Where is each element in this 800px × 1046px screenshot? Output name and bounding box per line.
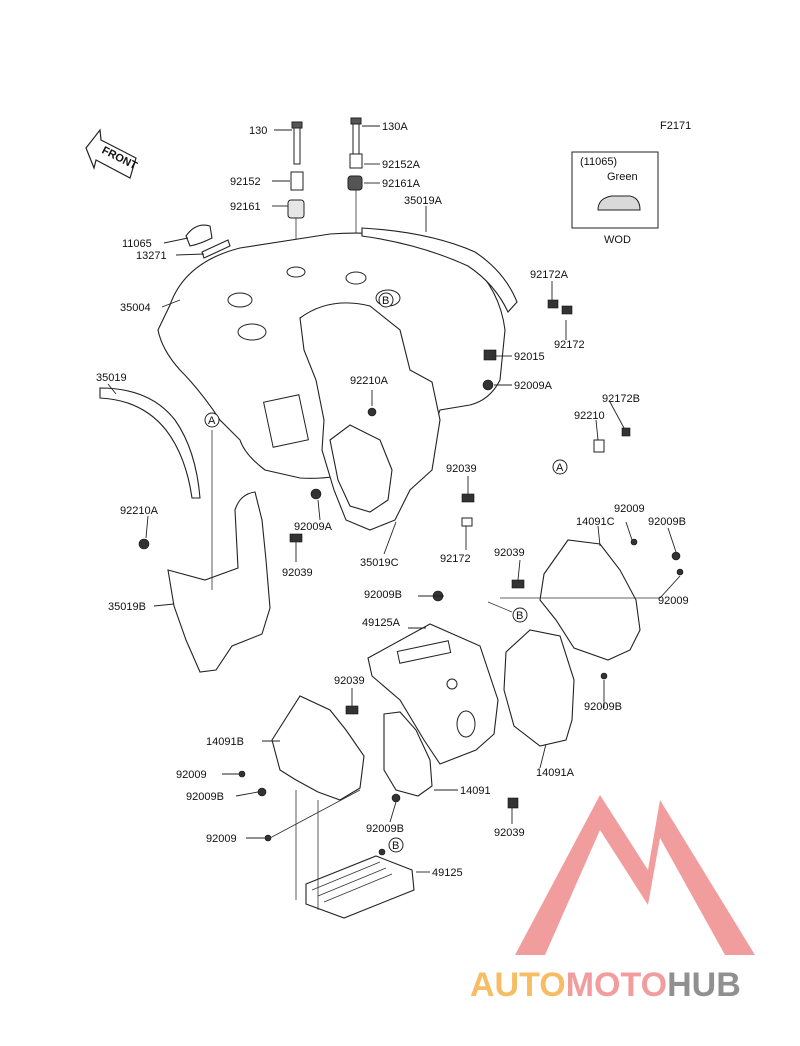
label-35019b: 35019B	[108, 601, 146, 613]
bolt-130	[291, 121, 303, 165]
label-92039-5: 92039	[494, 827, 525, 839]
label-35019c: 35019C	[360, 557, 399, 569]
callout-a-right: A	[552, 459, 568, 475]
grommet-92161a	[347, 175, 363, 191]
svg-text:B: B	[392, 840, 399, 852]
cover-14091b	[271, 695, 365, 801]
callout-a-upper: A	[204, 412, 220, 428]
label-14091c: 14091C	[576, 516, 615, 528]
label-35019a: 35019A	[404, 195, 443, 207]
inner-cover-35019c	[299, 302, 441, 531]
label-92161a: 92161A	[382, 178, 421, 190]
label-35019: 35019	[96, 372, 127, 384]
callout-b-bottom: B	[388, 837, 404, 853]
callout-b-right: B	[512, 607, 528, 623]
color-note-box: (11065) Green WOD	[571, 151, 659, 246]
label-92172a: 92172A	[530, 269, 569, 281]
pad-11065	[185, 224, 213, 247]
cover-14091a	[503, 629, 575, 747]
label-130: 130	[249, 125, 267, 137]
label-92039-3: 92039	[494, 547, 525, 559]
label-92172-center: 92172	[440, 553, 471, 565]
svg-text:A: A	[208, 415, 216, 427]
cover-49125a	[367, 623, 499, 765]
label-92039-4: 92039	[334, 675, 365, 687]
label-92172b: 92172B	[602, 393, 640, 405]
label-49125: 49125	[432, 867, 463, 879]
trim-35019a	[361, 227, 518, 313]
leader-lines	[107, 125, 681, 910]
cover-14091c	[539, 539, 641, 661]
note-part-number: (11065)	[580, 156, 617, 168]
label-92210a-left: 92210A	[120, 505, 159, 517]
label-92009b-bottom: 92009B	[366, 823, 404, 835]
label-11065: 11065	[122, 238, 152, 250]
label-92172: 92172	[554, 339, 585, 351]
label-92009a-right: 92009A	[514, 380, 553, 392]
label-92009b-left: 92009B	[186, 791, 224, 803]
side-cover-35019b	[167, 491, 271, 673]
svg-text:B: B	[382, 295, 389, 307]
label-92009-left-1: 92009	[176, 769, 207, 781]
label-14091: 14091	[460, 785, 491, 797]
svg-text:B: B	[516, 610, 523, 622]
label-14091b: 14091B	[206, 736, 244, 748]
note-caption: WOD	[604, 234, 631, 246]
label-35004: 35004	[120, 302, 151, 314]
plate-49125	[305, 855, 415, 919]
label-92039-2: 92039	[282, 567, 313, 579]
label-92152a: 92152A	[382, 159, 421, 171]
label-92009-left-2: 92009	[206, 833, 237, 845]
label-92009a-center: 92009A	[294, 521, 333, 533]
front-arrow-icon: FRONT	[85, 128, 139, 179]
label-92015: 92015	[514, 351, 545, 363]
label-92009b-right: 92009B	[584, 701, 622, 713]
fastener-group	[138, 299, 684, 856]
label-49125a: 49125A	[362, 617, 401, 629]
collar-92152a	[349, 153, 363, 169]
label-92009-top-right: 92009	[614, 503, 645, 515]
label-13271: 13271	[136, 250, 167, 262]
label-92009b-top-right: 92009B	[648, 516, 686, 528]
label-92210: 92210	[574, 410, 605, 422]
label-92009-right: 92009	[658, 595, 689, 607]
label-92009b-center: 92009B	[364, 589, 402, 601]
label-92161: 92161	[230, 201, 261, 213]
label-92039-1: 92039	[446, 463, 477, 475]
plate-13271	[201, 239, 231, 259]
label-92210a-center: 92210A	[350, 375, 389, 387]
collar-92152	[290, 171, 304, 191]
figure-code: F2171	[660, 120, 691, 132]
grommet-92161	[287, 199, 305, 219]
label-14091a: 14091A	[536, 767, 575, 779]
cover-14091	[383, 711, 433, 797]
svg-text:A: A	[556, 462, 564, 474]
callout-b-top: B	[378, 292, 394, 308]
label-92152: 92152	[230, 176, 261, 188]
automotohub-logo: AUTOMOTOHUB	[470, 795, 755, 1004]
watermark-text: AUTOMOTOHUB	[470, 966, 741, 1004]
part-labels: 130 130A 92152 92152A 92161 92161A 35019…	[96, 121, 689, 879]
label-130a: 130A	[382, 121, 408, 133]
note-color: Green	[607, 171, 638, 183]
trim-35019	[99, 387, 201, 499]
